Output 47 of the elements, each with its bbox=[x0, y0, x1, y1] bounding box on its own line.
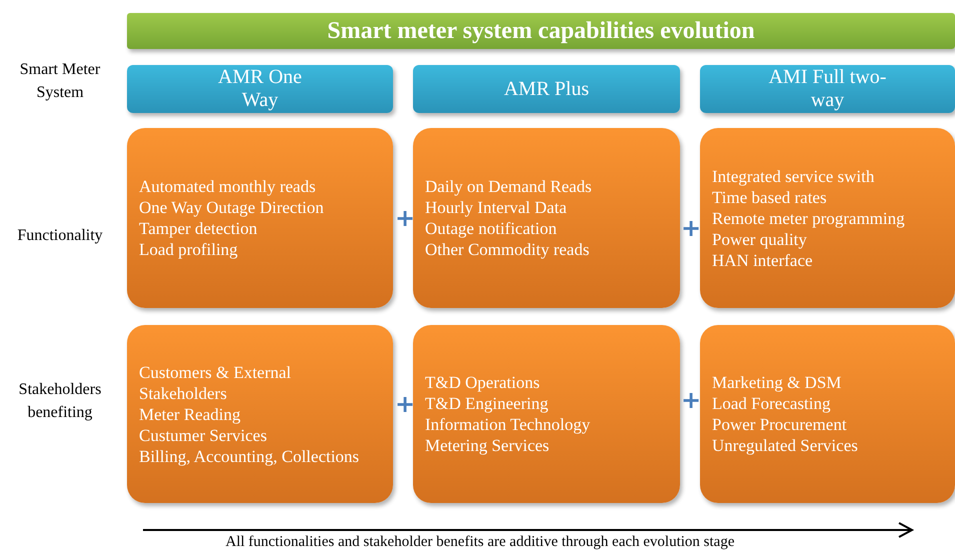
banner-title: Smart meter system capabilities evolution bbox=[327, 20, 755, 42]
stage-header bbox=[413, 65, 680, 113]
list-item: Metering Services bbox=[425, 435, 550, 456]
stage-name: AMR One Way bbox=[217, 66, 303, 112]
list-item: T&D Engineering bbox=[425, 393, 548, 414]
list-item: Outage notification bbox=[425, 218, 557, 239]
list-item: Load Forecasting bbox=[712, 393, 830, 414]
capability-card bbox=[700, 325, 955, 503]
row-label: Functionality bbox=[16, 226, 104, 246]
stage-header bbox=[127, 65, 393, 113]
list-item: Information Technology bbox=[425, 414, 590, 435]
capability-card bbox=[127, 128, 393, 308]
list-item: HAN interface bbox=[712, 250, 813, 270]
list-item: Time based rates bbox=[712, 186, 827, 208]
plus-sign: + bbox=[681, 388, 702, 412]
list-item: Other Commodity reads bbox=[425, 239, 590, 260]
plus-sign: + bbox=[395, 392, 416, 416]
stage-name: AMI Full two-way bbox=[768, 66, 888, 112]
list-item: Customers & External Stakeholders bbox=[139, 362, 292, 404]
row-label: Stakeholders benefiting bbox=[18, 380, 102, 423]
list-item: Integrated service swith bbox=[712, 166, 874, 186]
list-item: Tamper detection bbox=[139, 218, 258, 239]
list-item: Billing, Accounting, Collections bbox=[139, 446, 360, 466]
list-item: Load profiling bbox=[139, 239, 238, 260]
list-item: Hourly Interval Data bbox=[425, 197, 567, 218]
list-item: Marketing & DSM bbox=[712, 372, 842, 393]
list-item: Unregulated Services bbox=[712, 435, 858, 456]
list-item: Remote meter programming bbox=[712, 208, 905, 228]
list-item: One Way Outage Direction bbox=[139, 197, 324, 218]
capability-card bbox=[700, 128, 955, 308]
title-banner bbox=[127, 13, 955, 49]
row-label: Smart Meter System bbox=[18, 60, 102, 103]
list-item: T&D Operations bbox=[425, 372, 540, 393]
stage-name: AMR Plus bbox=[504, 78, 590, 100]
list-item: Meter Reading bbox=[139, 404, 240, 424]
capability-card bbox=[413, 128, 680, 308]
caption: All functionalities and stakeholder benefits are additive through each evolution stage bbox=[224, 533, 736, 552]
list-item: Automated monthly reads bbox=[139, 176, 316, 197]
capability-card bbox=[413, 325, 680, 503]
list-item: Power quality bbox=[712, 228, 807, 250]
capability-card bbox=[127, 325, 393, 503]
stage-header bbox=[700, 65, 955, 113]
list-item: Custumer Services bbox=[139, 424, 267, 446]
plus-sign: + bbox=[681, 216, 702, 240]
list-item: Power Procurement bbox=[712, 414, 847, 435]
plus-sign: + bbox=[395, 206, 416, 230]
list-item: Daily on Demand Reads bbox=[425, 176, 592, 197]
